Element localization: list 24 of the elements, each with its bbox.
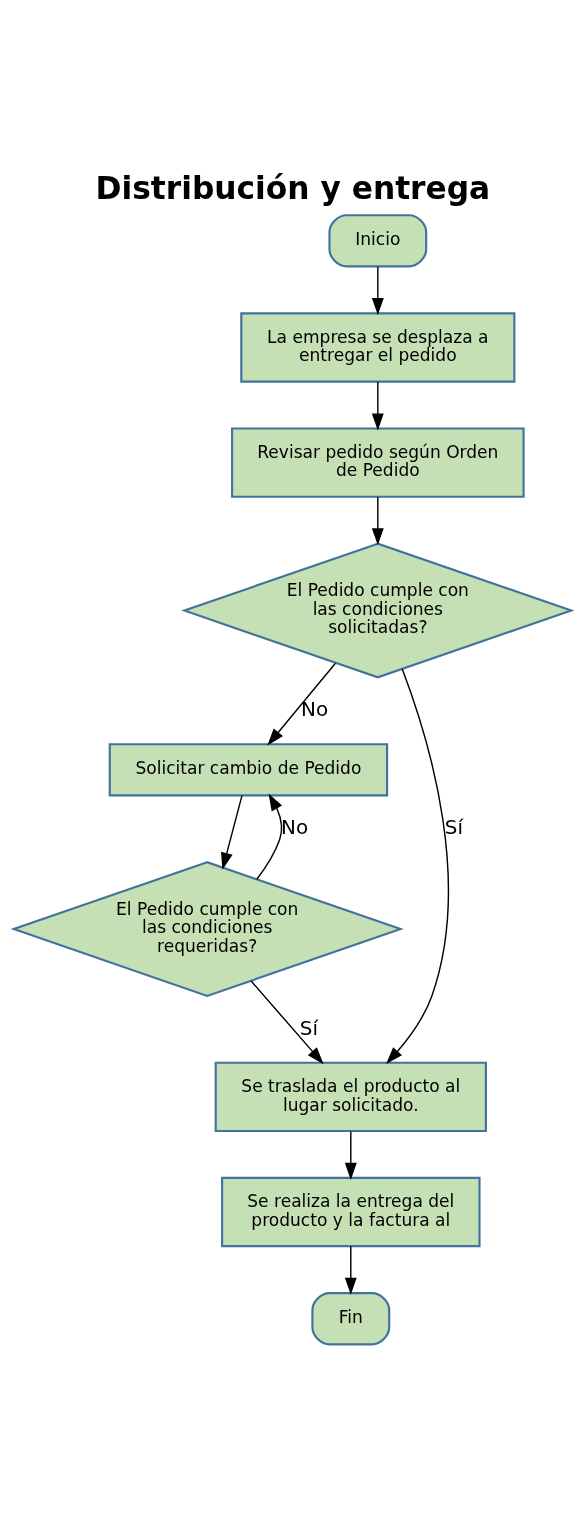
edge-label: No <box>281 815 309 839</box>
arrow <box>221 794 243 870</box>
arrow <box>256 793 283 880</box>
node-box: Se realiza la entrega del producto y la factura al <box>221 1176 481 1247</box>
arrow <box>344 1130 357 1180</box>
edge-label: Sí <box>444 815 463 839</box>
arrow <box>386 667 449 1064</box>
arrow <box>267 661 337 745</box>
node-diamond: El Pedido cumple con las condiciones solicitadas? <box>181 542 575 678</box>
node-box: Inicio <box>328 213 428 267</box>
node-box: Fin <box>311 1291 391 1345</box>
arrow <box>371 265 384 315</box>
node-box: Se traslada el producto al lugar solicitado. <box>214 1061 487 1132</box>
diagram-title: Distribución y entrega <box>95 169 491 206</box>
edge-label: Sí <box>299 1016 318 1040</box>
node-diamond: El Pedido cumple con las condiciones requeridas? <box>10 860 404 997</box>
node-box: Solicitar cambio de Pedido <box>108 742 389 796</box>
arrow <box>344 1245 357 1295</box>
node-box: Revisar pedido según Orden de Pedido <box>231 426 525 498</box>
arrow <box>371 495 384 545</box>
arrow <box>371 380 384 430</box>
arrow <box>250 979 324 1064</box>
node-box: La empresa se desplaza a entregar el pedido <box>240 311 516 383</box>
edge-label: No <box>301 697 329 721</box>
